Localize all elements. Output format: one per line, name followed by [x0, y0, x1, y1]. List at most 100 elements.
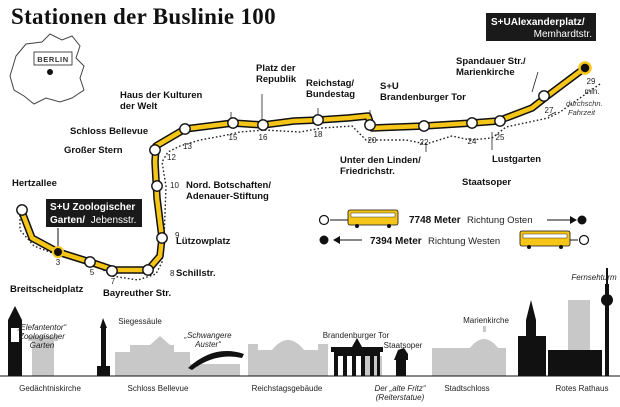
station-label-line: Adenauer-Stiftung	[186, 191, 269, 202]
route-westbound-dotted	[19, 83, 601, 281]
landmark-label: Siegessäule	[118, 317, 162, 326]
landmark-label-line: Marienkirche	[463, 316, 509, 325]
landmark-label-line: Zoologischer	[18, 332, 65, 341]
landmark-label: Schloss Bellevue	[128, 384, 189, 393]
station-minute: 12	[167, 153, 176, 162]
landmark-label-line: Reichstagsgebäude	[252, 384, 323, 393]
station-label: Spandauer Str./Marienkirche	[456, 56, 526, 78]
station-minute: 5	[90, 268, 95, 277]
terminus-west-line2: Garten/ Jebensstr.	[50, 215, 136, 226]
landmark-label-line: Brandenburger Tor	[323, 331, 390, 340]
station-label: Großer Stern	[64, 145, 123, 156]
legend-east-start-dot	[318, 214, 330, 226]
landmark-label-line: Garten	[30, 341, 55, 350]
landmark-label: Brandenburger Tor	[323, 331, 390, 340]
landmark-labels: Gedächtniskirche„Elefantentor“Zoologisch…	[17, 273, 617, 402]
legend-east-direction: Richtung Osten	[467, 215, 532, 226]
landmark-label-line: Gedächtniskirche	[19, 384, 81, 393]
berlin-inset-map: BERLIN	[9, 33, 85, 105]
berlin-center-dot	[47, 69, 53, 75]
legend-east: 7748 Meter Richtung Osten	[318, 209, 587, 228]
legend-west-arrowhead	[333, 236, 340, 244]
station-minute: 9	[175, 231, 180, 240]
terminus-east-normal: Memhardtstr.	[534, 29, 592, 40]
station-label-line: Großer Stern	[64, 145, 123, 156]
station-stop-circle	[257, 119, 269, 131]
station: Großer Stern 12	[64, 144, 176, 162]
berlin-label-box	[33, 51, 73, 66]
station: Staatsoper 24	[462, 117, 511, 188]
berlin-outline	[9, 33, 85, 105]
station-minute: 18	[314, 130, 323, 139]
station: Unter den Linden/Friedrichstr.22	[340, 120, 430, 177]
travel-time-note-1: durchschn.	[566, 99, 603, 108]
terminus-west-line2-normal: Jebensstr.	[91, 215, 137, 226]
station-label-line: Staatsoper	[462, 177, 511, 188]
bus-icon-west	[519, 230, 571, 249]
skyline-dark	[8, 268, 613, 376]
legend-west: 7394 Meter Richtung Westen	[319, 230, 590, 249]
station: Reichstag/Bundestag 18	[306, 78, 355, 139]
station-minute: 24	[468, 137, 477, 146]
station: Bayreuther Str. 7	[103, 265, 171, 299]
station-label: Lützowplatz	[176, 236, 231, 247]
station-minute: 25	[496, 133, 505, 142]
station-stop-circle	[466, 117, 478, 129]
station-label-line: S+U	[380, 81, 399, 92]
station-label: Schillstr.	[176, 268, 216, 279]
station-stop-circle	[16, 204, 28, 216]
terminus-east-dot	[578, 61, 592, 75]
station-stop-circle	[106, 265, 118, 277]
landmark-label-line: „Schwangere	[183, 331, 232, 340]
landmark-label-line: Fernsehturm	[571, 273, 617, 282]
legend-west-end-dot	[578, 234, 590, 246]
legend-east-distance: 7748 Meter	[409, 215, 461, 226]
station-minute: 8	[170, 269, 175, 278]
station-label-line: Reichstag/	[306, 78, 354, 89]
travel-time-leader	[547, 111, 557, 117]
station-label: Breitscheidplatz	[10, 284, 84, 295]
station-label-line: Lustgarten	[492, 154, 541, 165]
travel-time-note-2: Fahrzeit	[568, 108, 596, 117]
station: Lustgarten 25	[492, 115, 541, 165]
station-label-line: Schloss Bellevue	[70, 126, 148, 137]
station-label-line: Bayreuther Str.	[103, 288, 171, 299]
station-stop-circle	[149, 144, 161, 156]
landmark-label: Marienkirche	[463, 316, 509, 325]
landmark-label-line: Stadtschloss	[444, 384, 489, 393]
station: Hertzallee	[12, 178, 57, 216]
station-stop-circle	[418, 120, 430, 132]
station-label-line: Lützowplatz	[176, 236, 231, 247]
travel-time-value: 29	[587, 77, 596, 86]
legend-west-distance: 7394 Meter	[370, 236, 422, 247]
station-label-line: der Welt	[120, 101, 158, 112]
station-stop-circle	[179, 123, 191, 135]
station-label: Staatsoper	[462, 177, 511, 188]
landmark-label-line: Der „alte Fritz“	[374, 384, 425, 393]
station-stop-circle	[312, 114, 324, 126]
station-minute: 27	[545, 106, 554, 115]
legend-east-arrowhead	[570, 216, 577, 224]
station-label: Bayreuther Str.	[103, 288, 171, 299]
landmark-label: Gedächtniskirche	[19, 384, 81, 393]
travel-time: 29 min. durchschn. Fahrzeit	[547, 77, 603, 117]
terminus-east-bold: S+UAlexanderplatz/	[491, 17, 585, 28]
terminus-west: S+U Zoologischer Garten/ Jebensstr.	[46, 199, 142, 258]
station: Schillstr.8	[142, 264, 216, 279]
station-label: Reichstag/Bundestag	[306, 78, 355, 100]
route-eastbound-fill	[19, 65, 589, 273]
skyline-gray	[28, 300, 590, 376]
landmark-label: Stadtschloss	[444, 384, 489, 393]
station-label-line: Unter den Linden/	[340, 155, 421, 166]
legend-east-end-dot	[577, 215, 587, 225]
station-label-line: Republik	[256, 74, 297, 85]
landmark-label: Fernsehturm	[571, 273, 617, 282]
landmark-label: Reichstagsgebäude	[252, 384, 323, 393]
station-label-line: Breitscheidplatz	[10, 284, 84, 295]
station-minute: 7	[111, 277, 116, 286]
